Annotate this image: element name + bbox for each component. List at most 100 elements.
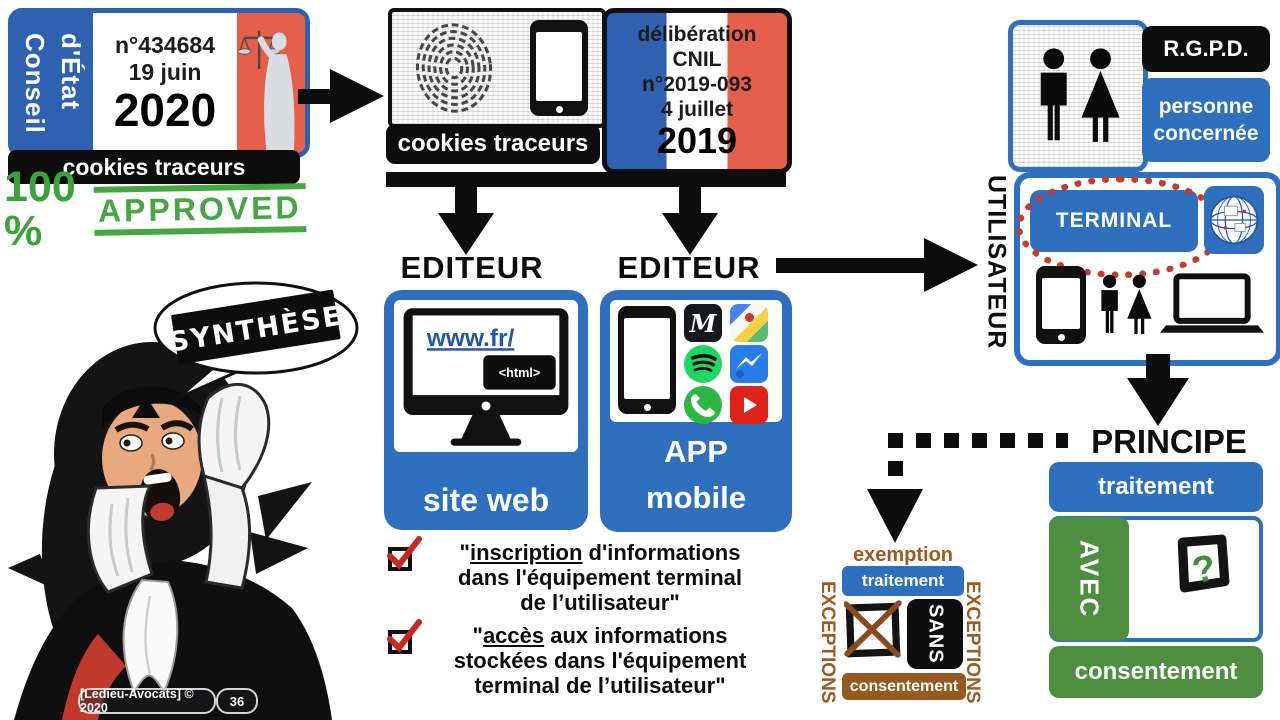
whatsapp-app-icon <box>684 386 722 424</box>
sans-text: SANS <box>924 604 947 664</box>
footer-page-text: 36 <box>229 693 245 709</box>
site-url-text: www.fr/ <box>426 325 515 352</box>
arrow-to-editeur-web-head-icon <box>438 213 494 255</box>
cookies-traceurs-text: cookies traceurs <box>397 130 589 157</box>
exemption-label: exemption <box>845 543 961 567</box>
man-woman-icon <box>1101 274 1152 335</box>
quote-line1-rest: aux informations <box>544 623 728 648</box>
red-check-icon <box>387 619 422 653</box>
speech-bubble: SYNTHÈSE <box>153 281 359 400</box>
arrow-editeur-to-utilisateur-head-icon <box>924 238 978 292</box>
editeur-app-title: EDITEUR <box>600 250 778 286</box>
sans-chip: SANS <box>907 599 963 669</box>
terminal-utilisateur-box: TERMINAL <box>1014 172 1280 366</box>
arrow-conseil-to-cookies <box>298 89 332 104</box>
cnil-year: 2019 <box>656 120 738 161</box>
app-mobile-card: M <box>600 290 792 532</box>
monitor-icon: www.fr/ <html> <box>403 308 569 446</box>
cnil-line-4: 4 juillet <box>660 98 734 121</box>
rgpd-badge-text: R.G.P.D. <box>1163 36 1249 61</box>
lemonde-app-icon: M <box>684 304 722 342</box>
footer-page-number: 36 <box>216 688 258 714</box>
maps-app-icon <box>730 304 768 342</box>
shocked-woman-illustration <box>8 342 332 720</box>
principe-traitement-chip: traitement <box>1049 462 1263 512</box>
branch-bar <box>386 172 786 187</box>
inscription-underlined: inscription <box>469 540 583 565</box>
principe-title: PRINCIPE <box>1068 423 1270 460</box>
conseil-vertical-label-1: Conseil <box>20 32 50 134</box>
arrow-utilisateur-to-principe-head-icon <box>1127 378 1189 426</box>
site-web-caption-text: site web <box>422 481 550 518</box>
red-dashed-oval <box>1016 176 1226 278</box>
html-tag-text: <html> <box>499 366 541 380</box>
exceptions-vertical-left: EXCEPTIONS <box>814 570 840 714</box>
quote-line2: stockées dans l'équipement <box>453 648 747 673</box>
globe-icon <box>1209 195 1259 245</box>
conseil-detat-card: Conseil d'État n°434684 19 juin 2020 <box>8 8 310 158</box>
spotify-app-icon <box>684 345 722 383</box>
app-caption-text2: mobile <box>646 480 746 515</box>
principe-title-text: PRINCIPE <box>1091 423 1247 460</box>
quote-line3: de l’utilisateur" <box>520 590 680 615</box>
smartphone-icon <box>618 306 676 414</box>
arrow-to-editeur-app-head-icon <box>662 213 718 255</box>
justice-statue-panel <box>237 13 305 153</box>
dotted-connector-down <box>888 461 903 476</box>
arrow-conseil-head-icon <box>330 69 384 123</box>
quote-open: " <box>472 623 483 648</box>
acces-underlined: accès <box>482 623 545 648</box>
site-web-card: www.fr/ <html> site web <box>384 290 588 530</box>
exceptions-consentement-chip: consentement <box>842 673 966 700</box>
stamp-percent: 100 % <box>4 163 76 255</box>
laptop-icon <box>1160 273 1264 333</box>
principe-consentement-text: consentement <box>1074 658 1238 685</box>
conseil-vertical-label-2: d'État <box>56 32 86 110</box>
personne-text1: personne <box>1158 95 1254 118</box>
checkbox-question-icon: ? <box>1177 534 1230 593</box>
man-woman-icon <box>1040 48 1120 142</box>
checkbox-cross-icon <box>844 600 902 658</box>
principe-avec-chip: AVEC <box>1049 517 1129 641</box>
personne-text2: concernée <box>1153 122 1259 145</box>
personne-concernee-pictogram-card <box>1008 20 1148 172</box>
quote-inscription: "inscription d'informations dans l'équip… <box>420 540 780 615</box>
exceptions-consentement-text: consentement <box>849 677 959 695</box>
decision-year: 2020 <box>113 84 217 136</box>
editeur-web-title-text: EDITEUR <box>400 250 544 285</box>
arrow-to-exemption-head-icon <box>867 489 923 543</box>
utilisateur-text: UTILISATEUR <box>982 174 1011 350</box>
case-number: n°434684 <box>115 32 215 58</box>
arrow-editeur-to-utilisateur-shaft <box>776 258 926 273</box>
cookies-traceurs-card <box>388 8 606 128</box>
app-caption-line2: mobile <box>600 478 792 518</box>
avec-text: AVEC <box>1074 539 1105 619</box>
app-caption-text1: APP <box>664 434 728 469</box>
stamp-word: APPROVED <box>93 182 307 236</box>
app-caption-line1: APP <box>600 432 792 472</box>
decision-date: 19 juin <box>128 59 202 85</box>
approved-stamp: 100 % APPROVED <box>4 165 307 253</box>
arrow-utilisateur-to-principe-shaft <box>1146 354 1170 381</box>
fingerprint-icon <box>415 23 493 113</box>
cnil-deliberation-card: délibération CNIL n°2019-093 4 juillet 2… <box>602 8 792 174</box>
exceptions-traitement-chip: traitement <box>842 566 964 596</box>
internet-chip <box>1204 186 1264 254</box>
exceptions-left-text: EXCEPTIONS <box>817 580 838 704</box>
footer-credit: [Ledieu-Avocats] © 2020 <box>78 687 216 715</box>
quote-line2: dans l'équipement terminal <box>458 565 742 590</box>
conseil-side-band: Conseil d'État <box>13 13 93 153</box>
quote-open: " <box>459 540 470 565</box>
cookies-traceurs-label: cookies traceurs <box>386 124 600 164</box>
editeur-web-title: EDITEUR <box>383 250 561 286</box>
site-web-caption: site web <box>384 476 588 524</box>
exceptions-vertical-right: EXCEPTIONS <box>959 570 985 714</box>
footer-credit-text: [Ledieu-Avocats] © 2020 <box>80 687 194 715</box>
conseil-banner-label: cookies traceurs <box>62 153 246 180</box>
arrow-to-editeur-web-shaft <box>455 187 477 214</box>
quote-line3: terminal de l’utilisateur" <box>474 673 726 698</box>
conseil-banner: cookies traceurs <box>8 150 300 184</box>
dotted-connector <box>888 433 1068 448</box>
cnil-line-3: n°2019-093 <box>642 73 752 96</box>
messenger-app-icon <box>730 345 768 383</box>
